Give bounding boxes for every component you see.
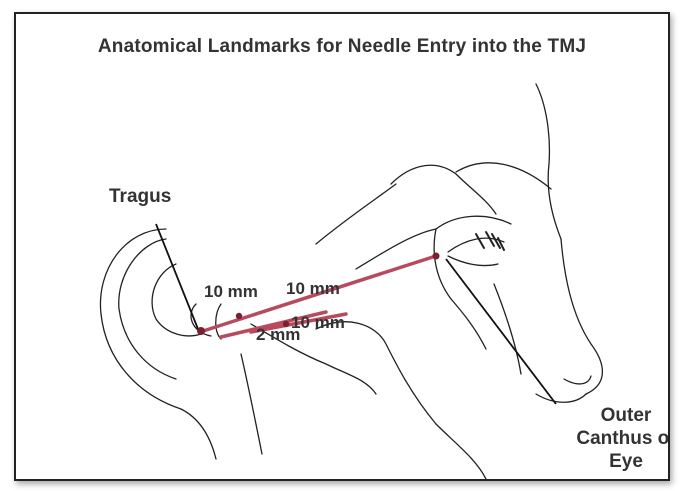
eye-socket-line	[434, 229, 486, 349]
nostril	[564, 376, 591, 384]
jaw-line	[241, 354, 262, 454]
eye-lower-lid	[448, 256, 498, 266]
face-illustration	[16, 14, 668, 479]
brow-line	[456, 163, 551, 189]
lower-face-line	[436, 424, 486, 479]
canthus-label-line-3: Eye	[576, 450, 670, 473]
eye-crease	[436, 216, 511, 229]
tragus-label: Tragus	[109, 185, 171, 208]
measurement-10mm-posterior: 10 mm	[204, 282, 258, 302]
ear-outline	[100, 229, 216, 459]
nose-bridge	[561, 239, 602, 394]
temple-line-3	[356, 229, 436, 269]
cheek-line	[316, 322, 436, 424]
temple-contour	[391, 165, 496, 214]
tragus-pointer	[156, 224, 198, 329]
measurement-10mm-anterior: 10 mm	[286, 279, 340, 299]
marker-canthus	[433, 253, 440, 260]
canthus-pointer	[446, 259, 556, 404]
marker-tragus	[197, 327, 205, 335]
nose-base	[536, 394, 586, 402]
canthus-label-line-1: Outer	[576, 404, 670, 427]
temple-line-2	[316, 184, 396, 244]
ear-inner-helix	[119, 239, 176, 379]
marker-entry-1	[236, 313, 242, 319]
diagram-frame: Anatomical Landmarks for Needle Entry in…	[14, 12, 670, 481]
outer-canthus-label: Outer Canthus of Eye	[576, 404, 670, 473]
canthus-label-line-2: Canthus of	[576, 427, 670, 450]
ear-tragus-edge	[216, 304, 221, 339]
measurement-2mm: 2 mm	[256, 325, 300, 345]
forehead-line	[536, 84, 561, 239]
eye-lashes	[476, 232, 504, 250]
